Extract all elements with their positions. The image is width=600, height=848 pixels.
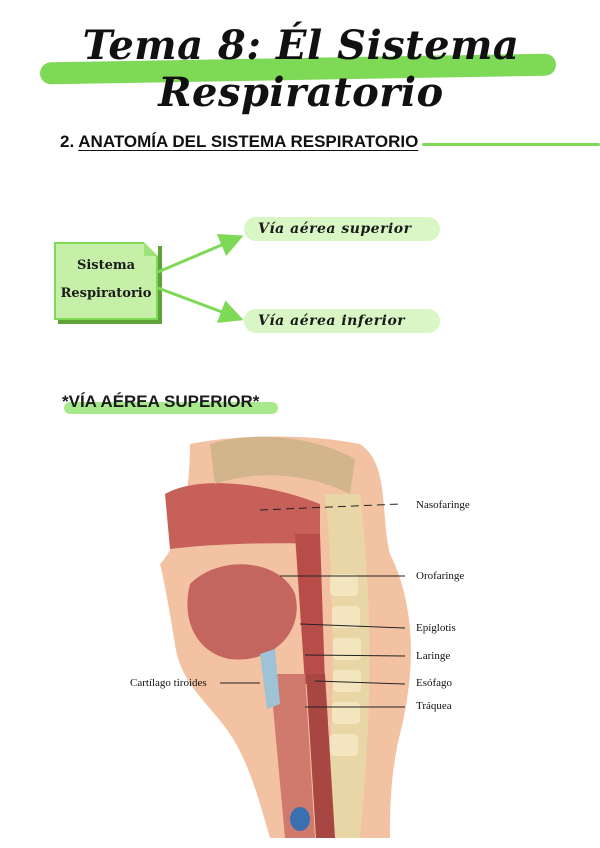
subheading-block: *VÍA AÉREA SUPERIOR* [62, 392, 259, 416]
vertebra-6 [330, 734, 358, 756]
branch-superior: Vía aérea superior [244, 217, 440, 241]
vertebra-1 [330, 574, 358, 596]
arrow-to-inferior [158, 288, 238, 318]
label-nasofaringe: Nasofaringe [416, 499, 470, 511]
label-laringe: Laringe [416, 650, 450, 662]
vertebra-3 [333, 638, 361, 660]
branch-inferior: Vía aérea inferior [244, 309, 440, 333]
arrow-to-superior [158, 238, 238, 272]
label-cartilago-tiroides: Cartílago tiroides [130, 677, 207, 689]
vessel [290, 807, 310, 831]
label-traquea: Tráquea [416, 700, 452, 712]
anatomy-illustration [120, 434, 480, 838]
label-orofaringe: Orofaringe [416, 570, 464, 582]
label-epiglotis: Epíglotis [416, 622, 456, 634]
vertebra-5 [332, 702, 360, 724]
vertebra-2 [332, 606, 360, 628]
label-esofago: Esófago [416, 677, 452, 689]
vertebra-4 [333, 670, 361, 692]
subheading: *VÍA AÉREA SUPERIOR* [62, 392, 259, 412]
